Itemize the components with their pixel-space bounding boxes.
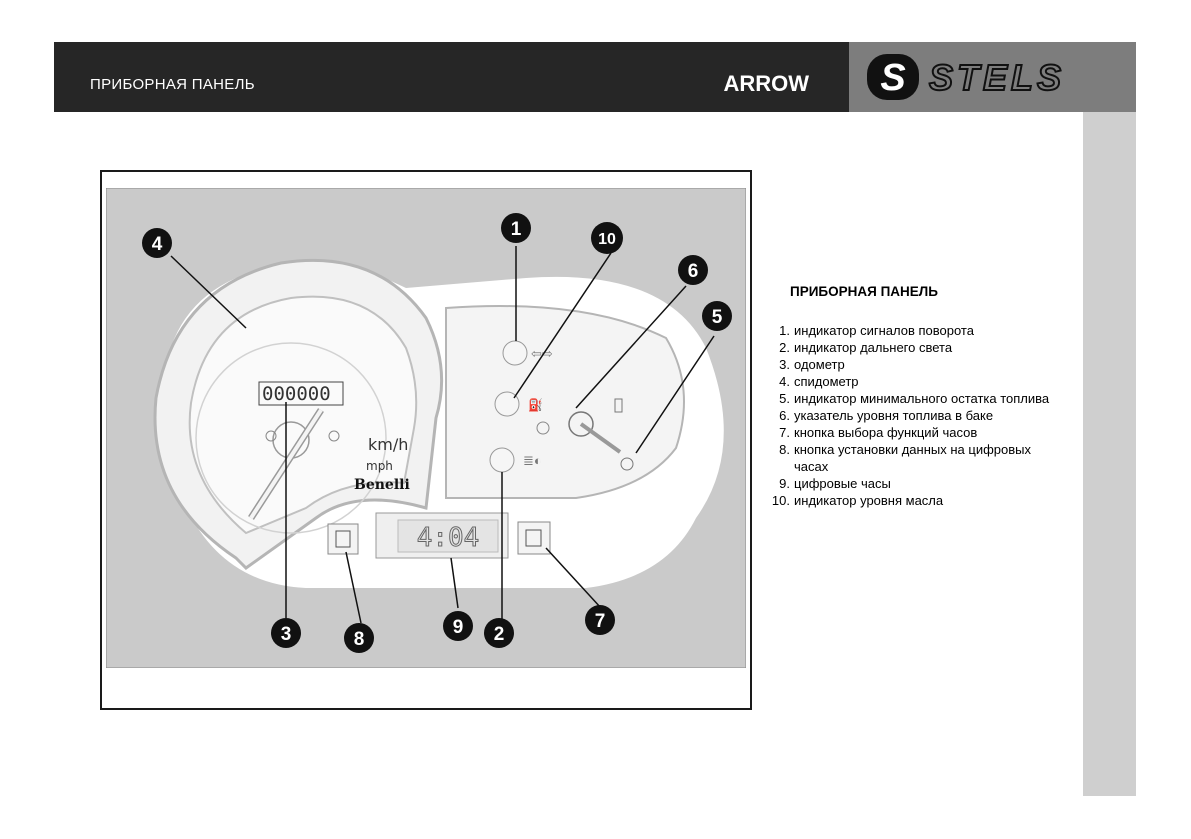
callout-9 <box>443 611 473 641</box>
clock-set-button <box>335 530 351 548</box>
callout-5 <box>702 301 732 331</box>
model-name: ARROW <box>723 71 809 96</box>
legend-item: 3.одометр <box>779 357 845 372</box>
brand-logo-box: S STELS <box>849 42 1136 112</box>
legend-title: ПРИБОРНАЯ ПАНЕЛЬ <box>790 284 938 299</box>
page-header: ПРИБОРНАЯ ПАНЕЛЬ ARROW <box>54 42 849 112</box>
clock-mode-button <box>525 529 542 547</box>
svg-text:6: 6 <box>688 261 699 282</box>
callout-2 <box>484 618 514 648</box>
legend-item: 9.цифровые часы <box>779 476 891 491</box>
svg-text:S: S <box>880 57 905 99</box>
gear-symbol-icon <box>536 421 550 435</box>
callout-lines <box>170 246 715 628</box>
s-emblem-icon: S <box>867 54 919 100</box>
header-title: ПРИБОРНАЯ ПАНЕЛЬ <box>90 76 255 93</box>
svg-text:9: 9 <box>453 617 464 638</box>
stels-logo: S STELS <box>867 54 1065 100</box>
turn-signal-indicator <box>502 340 528 366</box>
speedometer: 000000 km/h mph Benelli <box>153 258 444 570</box>
svg-text:4: 4 <box>152 234 163 255</box>
callout-6 <box>678 255 708 285</box>
callout-7 <box>585 605 615 635</box>
odometer-display: 000000 <box>262 383 331 405</box>
svg-text:8: 8 <box>354 629 365 650</box>
legend-item: 5.индикатор минимального остатка топлива <box>779 391 1050 406</box>
svg-text:10: 10 <box>598 231 616 248</box>
svg-text:5: 5 <box>712 307 723 328</box>
svg-text:3: 3 <box>281 624 292 645</box>
svg-text:2: 2 <box>494 624 505 645</box>
headlight-icon: ≣◐ <box>523 453 542 468</box>
svg-text:1: 1 <box>511 219 522 240</box>
legend-item: 1.индикатор сигналов поворота <box>779 323 974 338</box>
callout-3 <box>271 618 301 648</box>
brand-wordmark: STELS <box>929 57 1065 98</box>
dashboard-illustration: 000000 km/h mph Benelli ⇦⇨ ⛽ ≣◐ 4:04 <box>106 188 746 668</box>
callout-8 <box>344 623 374 653</box>
legend-item: 6.указатель уровня топлива в баке <box>779 408 994 423</box>
dashboard-figure: 000000 km/h mph Benelli ⇦⇨ ⛽ ≣◐ 4:04 <box>100 170 752 710</box>
fuel-gauge <box>445 305 685 499</box>
callout-4 <box>142 228 172 258</box>
side-tab-bar <box>1083 112 1136 796</box>
high-beam-indicator <box>489 447 515 473</box>
legend: ПРИБОРНАЯ ПАНЕЛЬ 1.индикатор сигналов по… <box>760 283 1060 509</box>
legend-item: 10.индикатор уровня масла <box>771 493 944 508</box>
oil-can-icon: ⛽ <box>528 398 543 412</box>
callout-1 <box>501 213 531 243</box>
legend-item: 4.спидометр <box>779 374 859 389</box>
clock-module: 4:04 <box>327 512 551 559</box>
callout-10 <box>591 222 623 254</box>
svg-text:7: 7 <box>595 611 606 632</box>
arrows-icon: ⇦⇨ <box>531 346 553 361</box>
speed-unit-kmh: km/h <box>368 435 408 454</box>
legend-item: 8.кнопка установки данных на цифровых ча… <box>779 442 1031 474</box>
legend-list: 1.индикатор сигналов поворота 2.индикато… <box>760 322 1060 509</box>
oil-level-indicator <box>494 391 520 417</box>
legend-item: 2.индикатор дальнего света <box>779 340 953 355</box>
digital-clock: 4:04 <box>417 523 480 553</box>
speed-unit-mph: mph <box>366 459 393 473</box>
dial-brand: Benelli <box>354 477 410 493</box>
legend-item: 7.кнопка выбора функций часов <box>779 425 978 440</box>
